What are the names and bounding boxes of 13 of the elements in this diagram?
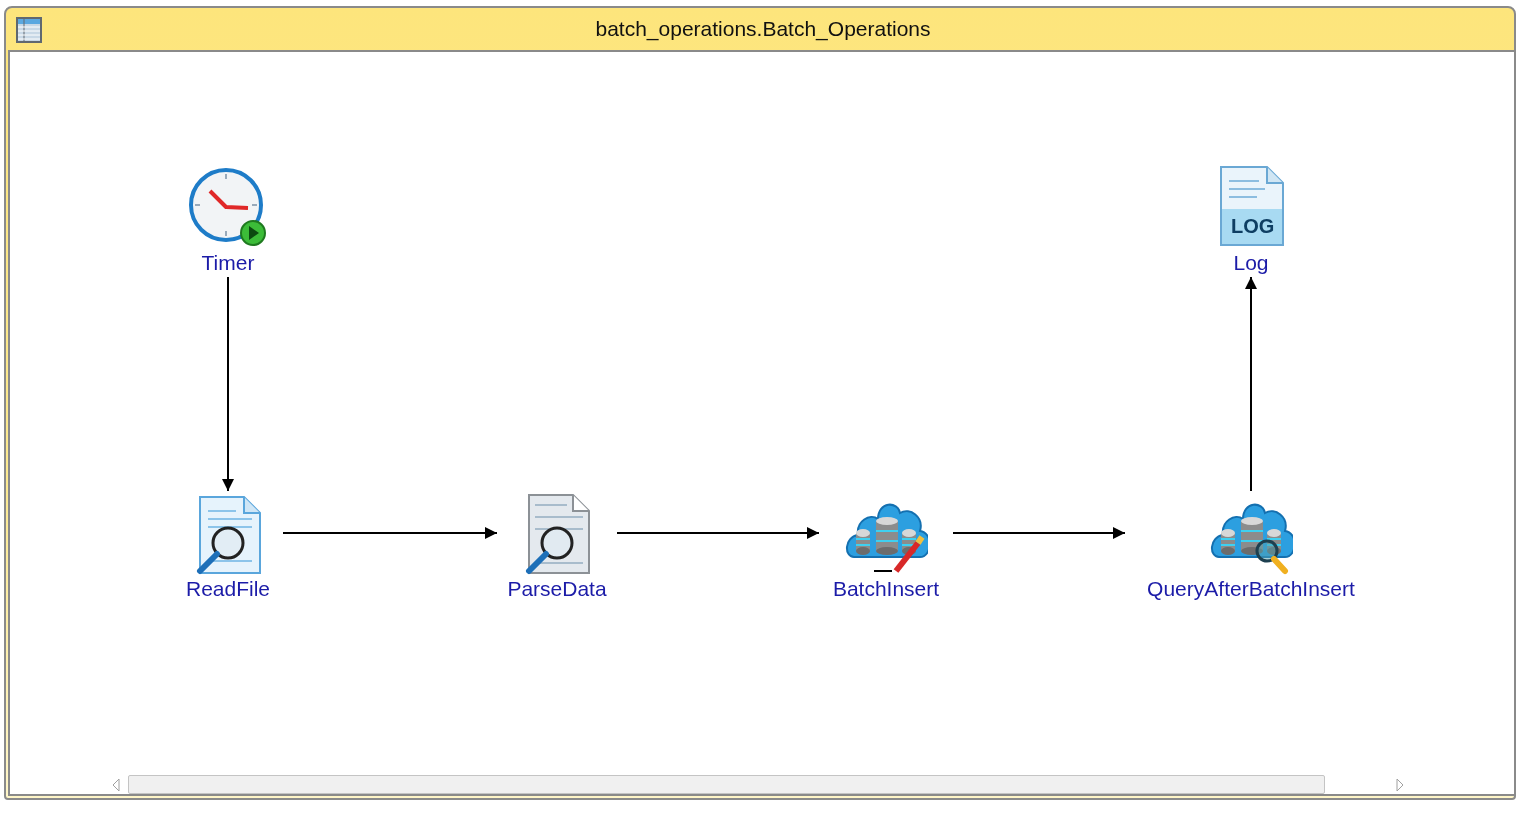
node-label: Timer: [201, 251, 255, 275]
arrow: [616, 527, 820, 539]
node-label: BatchInsert: [832, 577, 940, 601]
node-label: Log: [1233, 251, 1269, 275]
node-label: ParseData: [507, 577, 607, 601]
arrow: [282, 527, 498, 539]
arrow: [1245, 276, 1257, 492]
node-label: QueryAfterBatchInsert: [1147, 577, 1355, 601]
arrow: [952, 527, 1126, 539]
window-title: batch_operations.Batch_Operations: [595, 16, 931, 42]
icon-caption: LOG: [1231, 215, 1275, 237]
arrow: [222, 276, 234, 492]
node-label: ReadFile: [185, 577, 270, 601]
